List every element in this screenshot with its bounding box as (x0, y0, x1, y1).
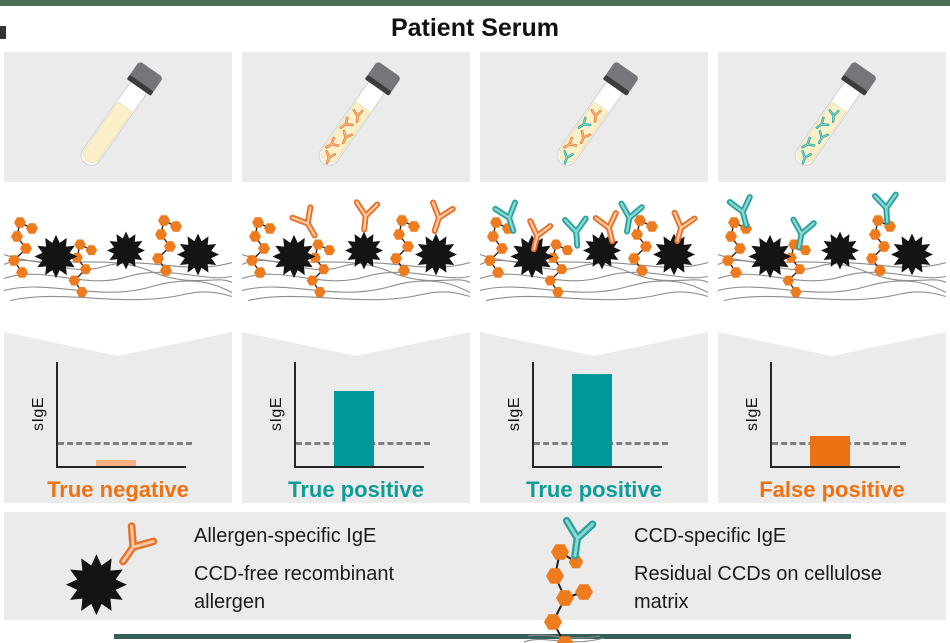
chart-plot: sIgE (268, 362, 430, 468)
serum-tube-panel-2 (242, 52, 470, 182)
chart-true-positive-2: sIgE True positive (480, 332, 708, 503)
matrix-illustration (718, 194, 946, 333)
matrix-illustration (242, 202, 470, 333)
top-accent-bar (0, 0, 950, 6)
threshold-line (58, 442, 192, 446)
matrix-illustration (4, 190, 232, 333)
bottom-accent-bar (114, 634, 851, 639)
legend-left: Allergen-specific IgE CCD-free recombina… (4, 512, 476, 620)
test-tube-empty-icon (72, 60, 164, 173)
matrix-panel-4 (718, 190, 946, 333)
legend-label: CCD-free recombinant allergen (194, 563, 395, 613)
ccd-ige-icon (565, 218, 588, 247)
allergen-specific-ige-antibody-icon (112, 526, 154, 570)
legend-label: CCD-specific IgE (634, 525, 787, 547)
legend-icons-right (523, 520, 605, 622)
chart-area: sIgE (4, 332, 232, 468)
charts-row: sIgE True negative sIgE True positive sI… (4, 332, 946, 503)
matrix-panel-3 (480, 190, 708, 333)
matrix-panel-2 (242, 190, 470, 333)
bar (572, 374, 612, 466)
bar (334, 391, 374, 466)
serum-tube-panel-3 (480, 52, 708, 182)
legend-text-left: Allergen-specific IgE CCD-free recombina… (194, 512, 434, 620)
chart-plot: sIgE (744, 362, 906, 468)
y-axis-label: sIgE (506, 396, 524, 432)
bar (810, 435, 850, 466)
allergen-ige-icon (292, 207, 324, 241)
cellulose-matrix-icon (718, 215, 946, 300)
serum-tube-panel-1 (4, 52, 232, 182)
cellulose-matrix-icon (4, 215, 232, 300)
y-axis-label: sIgE (268, 396, 286, 432)
serum-tubes-row (4, 52, 946, 182)
chart-area: sIgE (242, 332, 470, 468)
legend-label: Residual CCDs on cellulose matrix (634, 563, 882, 613)
ccd-free-recombinant-allergen-icon (65, 554, 127, 616)
chart-label: False positive (759, 477, 905, 502)
chart-label: True negative (47, 477, 189, 502)
matrix-row (4, 190, 946, 328)
legend-text-right: CCD-specific IgE Residual CCDs on cellul… (634, 512, 914, 620)
chart-plot: sIgE (30, 362, 192, 468)
y-axis-label: sIgE (30, 396, 48, 432)
residual-ccds-on-cellulose-icon (523, 544, 605, 643)
chart-area: sIgE (480, 332, 708, 468)
test-tube-icon (72, 60, 164, 173)
allergen-ige-icon (424, 202, 453, 235)
y-axis-label: sIgE (744, 396, 762, 432)
chart-plot: sIgE (506, 362, 668, 468)
chart-label: True positive (288, 477, 424, 502)
allergen-ige-icon (353, 202, 378, 231)
chart-label: True positive (526, 477, 662, 502)
test-tube-ccd-ige-icon (786, 60, 878, 173)
chart-false-positive: sIgE False positive (718, 332, 946, 503)
matrix-panel-1 (4, 190, 232, 333)
legend-label: Allergen-specific IgE (194, 525, 377, 547)
legend-icons-left (65, 526, 154, 616)
legend-right: CCD-specific IgE Residual CCDs on cellul… (476, 512, 946, 620)
chart-true-negative: sIgE True negative (4, 332, 232, 503)
test-tube-allergen-ige-icon (310, 60, 402, 173)
bar (96, 459, 136, 466)
legend-panel: Allergen-specific IgE CCD-free recombina… (4, 512, 946, 620)
edge-artifact (0, 26, 6, 39)
serum-tube-panel-4 (718, 52, 946, 182)
matrix-illustration (480, 202, 708, 333)
test-tube-mixed-ige-icon (548, 60, 640, 173)
chart-true-positive-1: sIgE True positive (242, 332, 470, 503)
figure-title: Patient Serum (390, 14, 560, 42)
bound-ige-antibodies (729, 194, 898, 250)
chart-area: sIgE (718, 332, 946, 468)
